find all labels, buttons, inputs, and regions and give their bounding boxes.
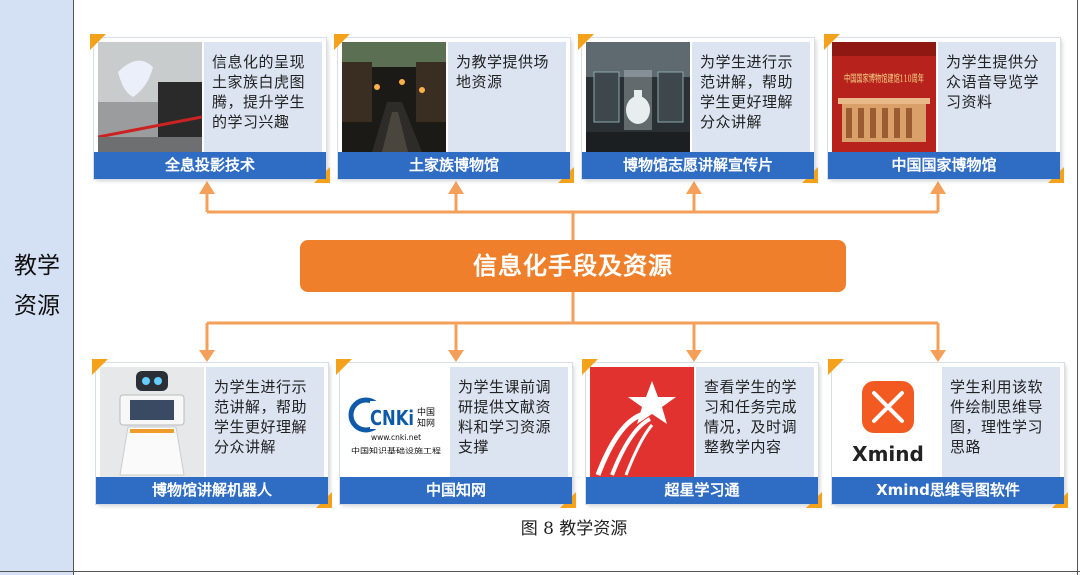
card-desc: 为学生提供分众语音导览学习资料 [938,42,1056,152]
card-volunteer-video: 为学生进行示范讲解，帮助学生更好理解分众讲解 博物馆志愿讲解宣传片 [578,34,818,183]
card-desc: 信息化的呈现土家族白虎图腾，提升学生的学习兴趣 [204,42,322,152]
card-tujia-museum: 为教学提供场地资源 土家族博物馆 [334,34,574,183]
card-desc: 为学生进行示范讲解，帮助学生更好理解分众讲解 [692,42,810,152]
card-caption: 土家族博物馆 [338,152,570,179]
card-caption: 中国国家博物馆 [828,152,1060,179]
card-hologram: 信息化的呈现土家族白虎图腾，提升学生的学习兴趣 全息投影技术 [90,34,330,183]
card-chaoxing: 查看学生的学习和任务完成情况，及时调整教学内容 超星学习通 [582,359,822,508]
right-border [1076,0,1078,575]
card-desc: 为教学提供场地资源 [448,42,566,152]
arrow-up-icon [686,181,702,194]
arrow-down-icon [199,350,215,362]
arrow-up-icon [199,181,215,194]
bottom-border [0,570,1080,572]
robot-photo [100,367,204,477]
museum-exhibit-photo [586,42,690,152]
hologram-photo [98,42,202,152]
museum-street-photo [342,42,446,152]
card-desc: 为学生课前调研提供文献资料和学习资源支撑 [450,367,568,477]
poster-text: 中国国家博物馆建馆110周年 [844,72,924,85]
card-desc: 为学生进行示范讲解，帮助学生更好理解分众讲解 [206,367,324,477]
xmind-brand: Xmind [852,442,924,466]
figure-caption: 图 8 教学资源 [520,519,628,539]
card-national-museum: 中国国家博物馆建馆110周年 为学生提供分众语音导览学习资料 中国国家博物馆 [824,34,1064,183]
xmind-logo: Xmind [836,367,940,477]
card-desc: 查看学生的学习和任务完成情况，及时调整教学内容 [696,367,814,477]
side-label-line2: 资源 [14,293,60,319]
chaoxing-logo [590,367,694,477]
cnki-url: www.cnki.net [371,433,421,442]
card-caption: 中国知网 [340,477,572,504]
side-label: 教学 资源 [0,246,74,326]
card-caption: 博物馆讲解机器人 [96,477,328,504]
national-museum-photo: 中国国家博物馆建馆110周年 [832,42,936,152]
cnki-tagline: 中国知识基础设施工程 [351,446,441,455]
card-caption: Xmind思维导图软件 [832,477,1064,504]
card-cnki: CNKi 中国 知网 www.cnki.net 中国知识基础设施工程 为学生课前… [336,359,576,508]
card-caption: 超星学习通 [586,477,818,504]
side-panel: 教学 资源 [0,0,74,575]
center-title-box: 信息化手段及资源 [300,240,846,292]
center-title: 信息化手段及资源 [473,252,673,280]
card-caption: 博物馆志愿讲解宣传片 [582,152,814,179]
card-robot: 为学生进行示范讲解，帮助学生更好理解分众讲解 博物馆讲解机器人 [92,359,332,508]
arrow-down-icon [448,350,464,362]
side-label-line1: 教学 [14,253,60,279]
arrow-up-icon [448,181,464,194]
card-caption: 全息投影技术 [94,152,326,179]
arrow-down-icon [930,350,946,362]
cnki-cn-bottom: 知网 [417,417,435,429]
cnki-cn-top: 中国 [417,406,435,418]
card-desc: 学生利用该软件绘制思维导图，理性学习思路 [942,367,1060,477]
arrow-down-icon [686,350,702,362]
arrow-up-icon [930,181,946,194]
cnki-logo: CNKi 中国 知网 www.cnki.net 中国知识基础设施工程 [344,367,448,477]
card-xmind: Xmind 学生利用该软件绘制思维导图，理性学习思路 Xmind思维导图软件 [828,359,1068,508]
cnki-brand: CNKi [370,406,414,430]
